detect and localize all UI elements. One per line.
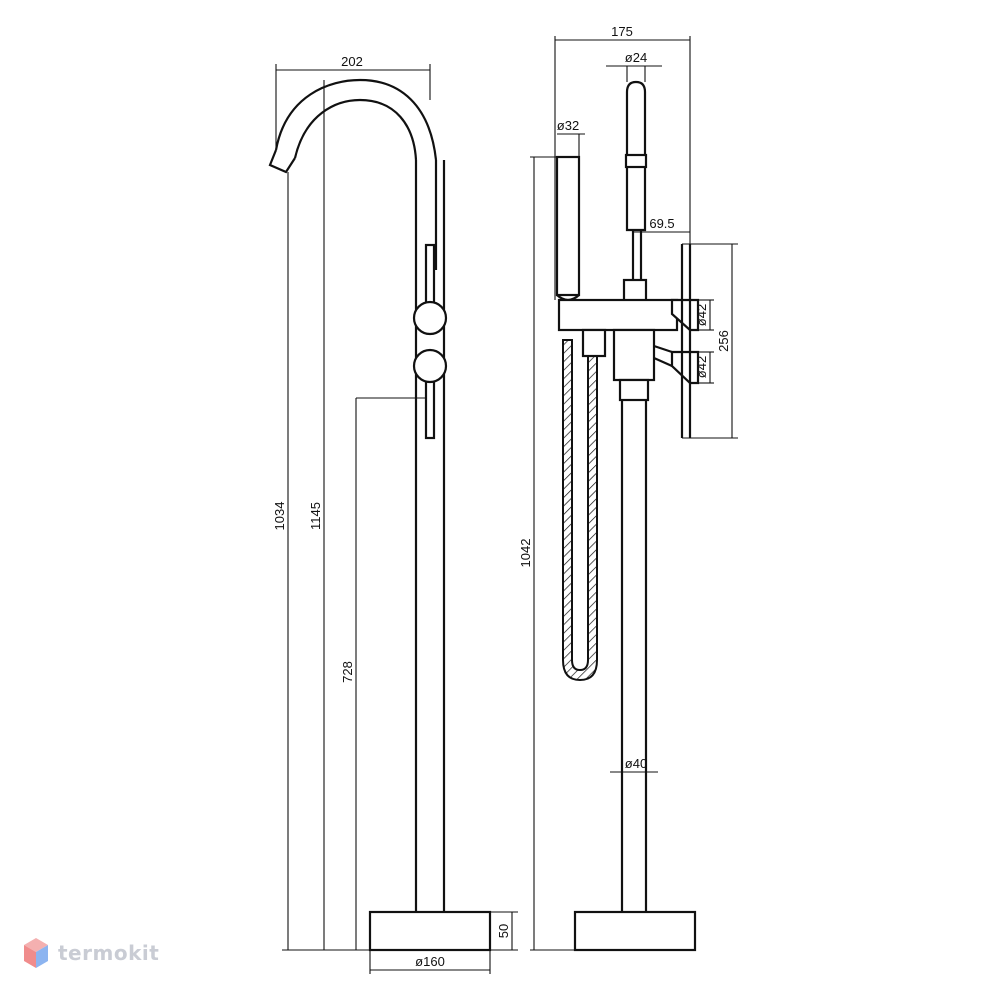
dim-1042: 1042: [518, 539, 533, 568]
mixer-body: [557, 298, 679, 332]
left-view: 202 1034 1145 728 ø160 50: [268, 54, 518, 974]
spout-outer: [274, 78, 438, 161]
handle-knob-bottom: [412, 348, 448, 384]
dim-dia-32: ø32: [557, 118, 579, 133]
dim-202: 202: [341, 54, 363, 69]
spout-tip: [268, 149, 296, 174]
dim-256: 256: [716, 330, 731, 352]
right-view: 175 ø24 ø32 69.5 256 ø42 ø42 1: [518, 24, 738, 952]
handle-knob-top: [412, 300, 448, 336]
base-right: [573, 910, 697, 952]
shower-holder-pipe: [625, 80, 647, 232]
hand-shower: [555, 155, 581, 297]
dim-dia-160: ø160: [415, 954, 445, 969]
termokit-cube-logo-icon: [24, 938, 48, 968]
lever-handle-top: [670, 298, 700, 332]
shower-hose: [562, 339, 598, 682]
dim-175: 175: [611, 24, 633, 39]
watermark-text: termokit: [58, 941, 160, 965]
spout-inner: [293, 98, 418, 161]
dim-dia-24: ø24: [625, 50, 647, 65]
dim-50: 50: [496, 924, 511, 938]
dim-1034: 1034: [272, 502, 287, 531]
dim-dia-42-top: ø42: [694, 304, 709, 326]
dim-1145: 1145: [308, 502, 323, 530]
base-left: [368, 910, 492, 952]
dim-dia-40: ø40: [625, 756, 647, 771]
lever-handle-bottom: [670, 350, 700, 385]
dim-728: 728: [340, 661, 355, 683]
dim-dia-42-bottom: ø42: [694, 356, 709, 378]
watermark: termokit: [22, 936, 159, 970]
dim-69-5: 69.5: [649, 216, 674, 231]
